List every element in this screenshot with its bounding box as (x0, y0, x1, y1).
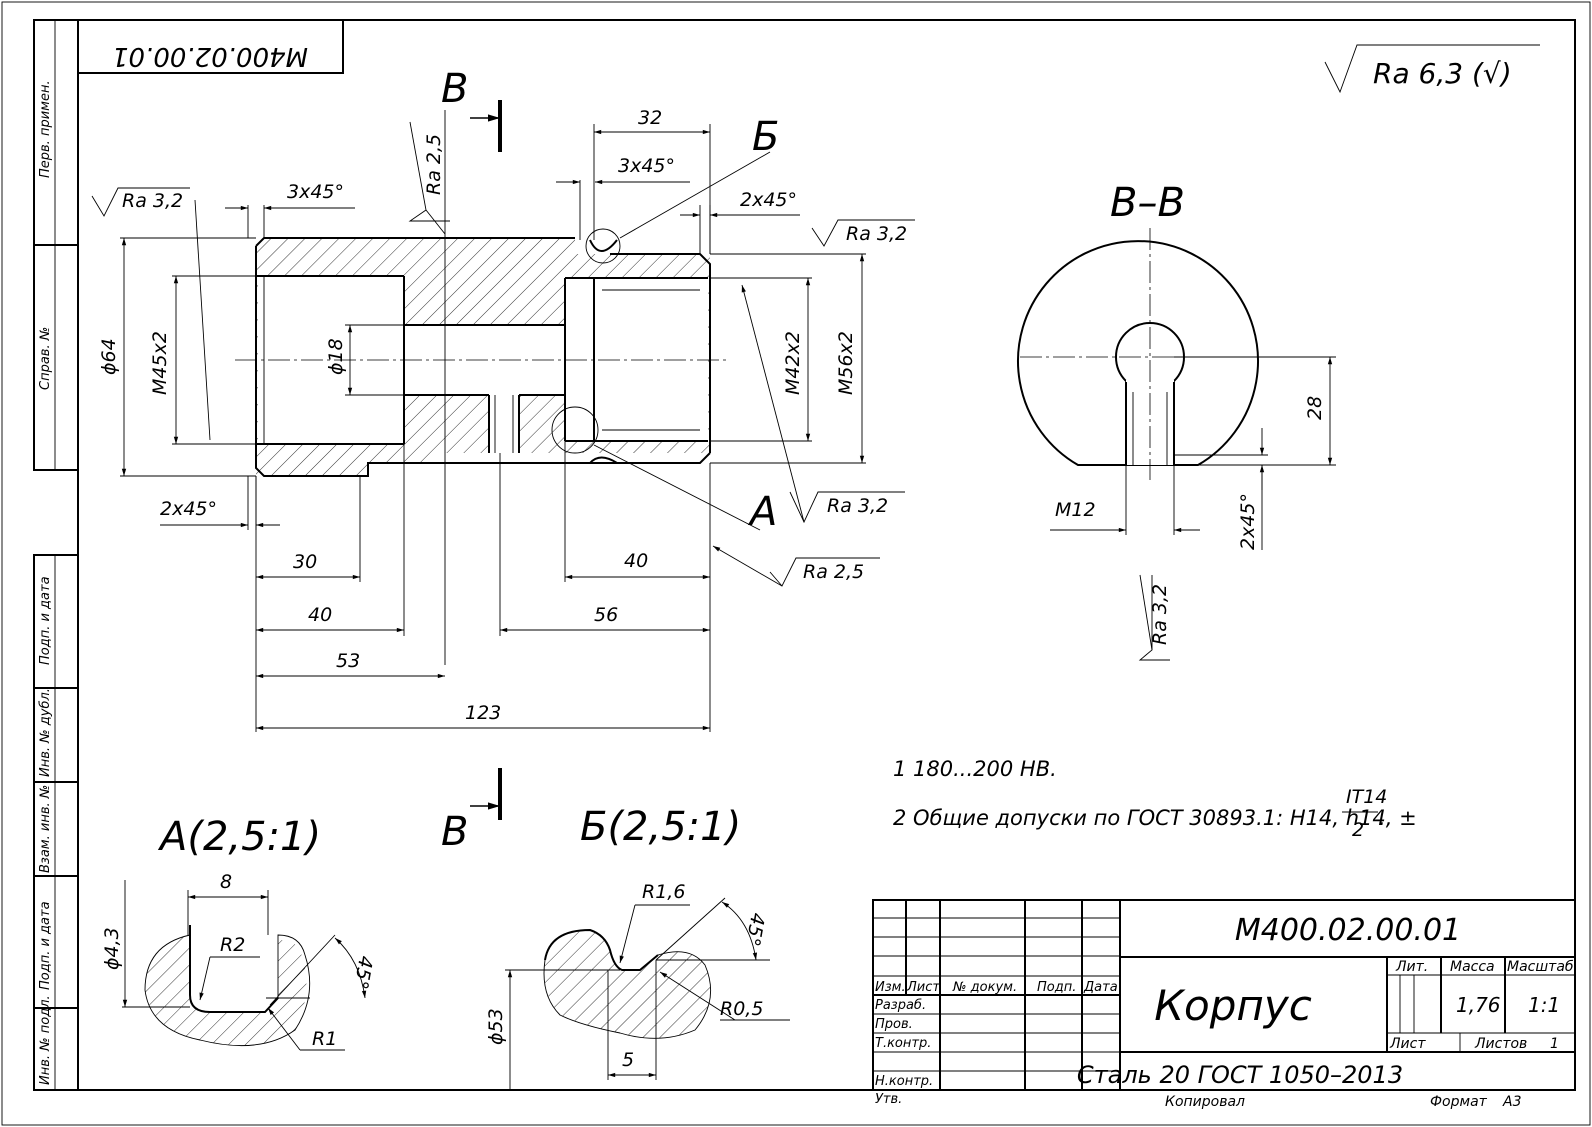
main-dimensions: ϕ64 М45х2 ϕ18 М42х2 М56х2 3х45° 3х45° (98, 107, 866, 732)
left-stamps: Перв. примен. Справ. № Подп. и дата Инв.… (33, 19, 79, 1091)
dim-28: 28 (1304, 396, 1326, 420)
detail-b-r16: R1,6 (642, 881, 685, 903)
dim-40b: 40 (624, 550, 648, 572)
dim-53: 53 (336, 650, 360, 672)
tb-sheets: Листов (1474, 1036, 1527, 1052)
detail-b-title: Б(2,5:1) (580, 804, 741, 850)
note-2: 2 Общие допуски по ГОСТ 30893.1: Н14, h1… (893, 806, 1417, 830)
dim-56: 56 (594, 604, 618, 626)
stamp-podp-data-1: Подп. и дата (38, 576, 53, 665)
detail-a-title: А(2,5:1) (157, 814, 321, 860)
tb-tech: Т.контр. (875, 1036, 931, 1051)
technical-notes: 1 180...200 НВ. 2 Общие допуски по ГОСТ … (893, 757, 1417, 841)
tb-list: Лист (906, 980, 940, 995)
tb-scale-value: 1:1 (1528, 993, 1560, 1017)
tb-scale-label: Масштаб (1507, 959, 1574, 975)
note-frac-bottom: 2 (1352, 819, 1364, 841)
title-block: Изм. Лист № докум. Подп. Дата Разраб. Пр… (872, 899, 1576, 1110)
stamp-vzam-inv: Взам. инв. № (38, 785, 53, 873)
tb-approved: Утв. (875, 1092, 902, 1107)
note-1: 1 180...200 НВ. (893, 757, 1057, 781)
ra-5: Ra 2,5 (803, 561, 864, 583)
dim-123: 123 (465, 702, 501, 724)
format-value: A3 (1502, 1094, 1521, 1110)
note-2-end: . (1379, 806, 1386, 830)
tb-material: Сталь 20 ГОСТ 1050–2013 (1077, 1061, 1403, 1089)
general-roughness-text: Ra 6,3 (√) (1373, 57, 1512, 90)
stamp-inv-dubl: Инв. № дубл. (38, 688, 53, 777)
designation-rotated: М400.02.00.01 (112, 41, 308, 71)
tb-mass-label: Масса (1450, 959, 1495, 975)
dim-ch1: 3х45° (287, 181, 344, 203)
tb-lit: Лит. (1395, 959, 1428, 975)
section-ra: Ra 3,2 (1149, 584, 1171, 645)
ra-3: Ra 3,2 (846, 223, 907, 245)
section-view: В–В 28 2х45° М12 Ra 3,2 (1017, 180, 1336, 661)
tb-date: Дата (1083, 980, 1118, 995)
general-roughness: Ra 6,3 (√) (1324, 44, 1540, 94)
stamp-inv-podl: Инв. № подл. (38, 995, 53, 1085)
copied-label: Копировал (1165, 1094, 1245, 1110)
tb-title: Корпус (1154, 981, 1312, 1030)
dim-m45: М45х2 (149, 331, 171, 395)
detail-label-a: А (747, 489, 777, 535)
dim-m12: М12 (1055, 499, 1096, 521)
section-ch: 2х45° (1237, 493, 1259, 550)
tb-doc: № докум. (952, 980, 1017, 995)
cut-label-top: В (441, 66, 468, 112)
dim-d18: ϕ18 (325, 338, 347, 375)
dim-32: 32 (638, 107, 662, 129)
detail-b-angle: 45° (741, 911, 769, 948)
tb-checked: Пров. (875, 1017, 913, 1032)
dim-m56: М56х2 (835, 331, 857, 395)
ra-4: Ra 3,2 (827, 495, 888, 517)
note-frac-top: IT14 (1346, 786, 1387, 808)
detail-b: Б(2,5:1) ϕ53 R1,6 R0,5 5 45° (485, 804, 790, 1090)
cut-label-bottom: В (441, 809, 468, 855)
tb-norm: Н.контр. (875, 1074, 933, 1089)
dim-m42: М42х2 (782, 331, 804, 395)
detail-b-d53: ϕ53 (485, 1008, 507, 1045)
tb-izm: Изм. (875, 980, 906, 995)
section-title: В–В (1110, 180, 1185, 226)
detail-a-r2: R2 (220, 934, 245, 956)
main-view (235, 110, 730, 665)
dim-ch2: 3х45° (618, 155, 675, 177)
detail-b-r05: R0,5 (720, 998, 763, 1020)
detail-a-angle: 45° (349, 954, 377, 991)
tb-sign: Подп. (1037, 980, 1076, 995)
tb-designation: М400.02.00.01 (1235, 913, 1461, 948)
main-roughness: Ra 3,2 Ra 2,5 Ra 3,2 Ra 3,2 Ra 2,5 (91, 121, 915, 587)
detail-a-r1: R1 (312, 1028, 337, 1050)
dim-d64: ϕ64 (98, 338, 120, 375)
tb-developed: Разраб. (875, 998, 926, 1013)
detail-label-b: Б (752, 114, 779, 160)
ra-1: Ra 3,2 (122, 190, 183, 212)
dim-40a: 40 (308, 604, 332, 626)
tb-mass-value: 1,76 (1456, 993, 1501, 1017)
detail-a: А(2,5:1) 8 ϕ4,3 R2 R1 45° (101, 814, 377, 1051)
dim-ch3: 2х45° (740, 189, 797, 211)
format-label: Формат (1430, 1094, 1488, 1110)
tb-sheet: Лист (1389, 1036, 1426, 1052)
ra-2: Ra 2,5 (423, 134, 445, 195)
detail-a-8: 8 (220, 871, 232, 893)
stamp-perv-primen: Перв. примен. (38, 80, 53, 178)
dim-30: 30 (293, 551, 317, 573)
section-marks: В В Б А (441, 66, 779, 855)
designation-box: М400.02.00.01 (77, 19, 344, 74)
stamp-podp-data-2: Подп. и дата (38, 901, 53, 990)
stamp-sprav: Справ. № (38, 327, 53, 390)
detail-a-d43: ϕ4,3 (101, 927, 123, 970)
detail-b-5: 5 (622, 1049, 634, 1071)
dim-ch4: 2х45° (160, 498, 217, 520)
tb-sheets-total: 1 (1550, 1036, 1559, 1052)
